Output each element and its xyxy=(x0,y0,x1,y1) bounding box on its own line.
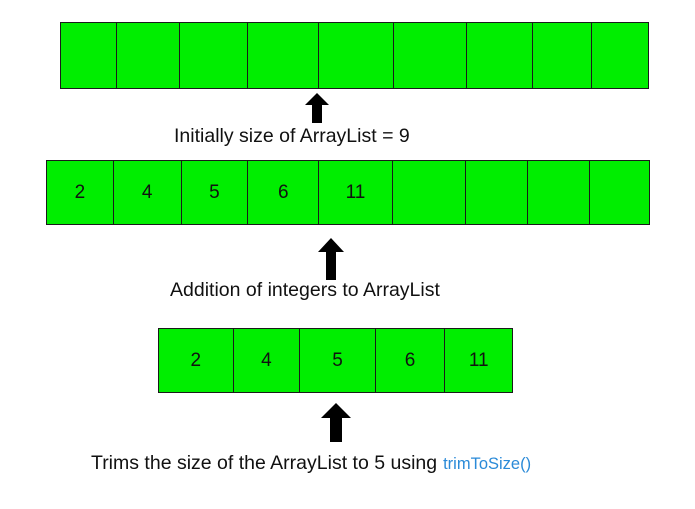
up-arrow-icon xyxy=(318,238,344,280)
array-cell xyxy=(592,23,648,88)
array-cell xyxy=(528,161,591,224)
trim-caption: Trims the size of the ArrayList to 5 usi… xyxy=(91,452,531,475)
array-cell xyxy=(180,23,249,88)
trim-caption-text: Trims the size of the ArrayList to 5 usi… xyxy=(91,452,438,474)
up-arrow-icon xyxy=(321,403,351,442)
array-cell: 2 xyxy=(47,161,114,224)
array-cell xyxy=(319,23,394,88)
array-cell: 6 xyxy=(376,329,446,392)
trim-to-size-method: trimToSize() xyxy=(443,455,532,473)
array-cell: 4 xyxy=(234,329,301,392)
array-cell: 11 xyxy=(468,349,489,371)
array-cell xyxy=(61,23,117,88)
array-cell xyxy=(533,23,593,88)
array-cell: 6 xyxy=(248,161,320,224)
array-cell xyxy=(466,161,529,224)
array-cell: 2 xyxy=(159,329,234,392)
initial-size-caption: Initially size of ArrayList = 9 xyxy=(174,125,410,147)
array-cell: 4 xyxy=(114,161,182,224)
array-cell: 5 xyxy=(300,329,376,392)
array-cell xyxy=(467,23,534,88)
array-cell xyxy=(393,161,466,224)
array-cell xyxy=(248,23,320,88)
array-cell xyxy=(117,23,180,88)
array-cell xyxy=(590,161,649,224)
addition-caption: Addition of integers to ArrayList xyxy=(170,279,440,301)
up-arrow-icon xyxy=(305,93,329,123)
array-cell xyxy=(394,23,467,88)
array-cell: 5 xyxy=(182,161,249,224)
initial-arraylist-row xyxy=(60,22,649,89)
array-cell: 11 xyxy=(319,161,393,224)
